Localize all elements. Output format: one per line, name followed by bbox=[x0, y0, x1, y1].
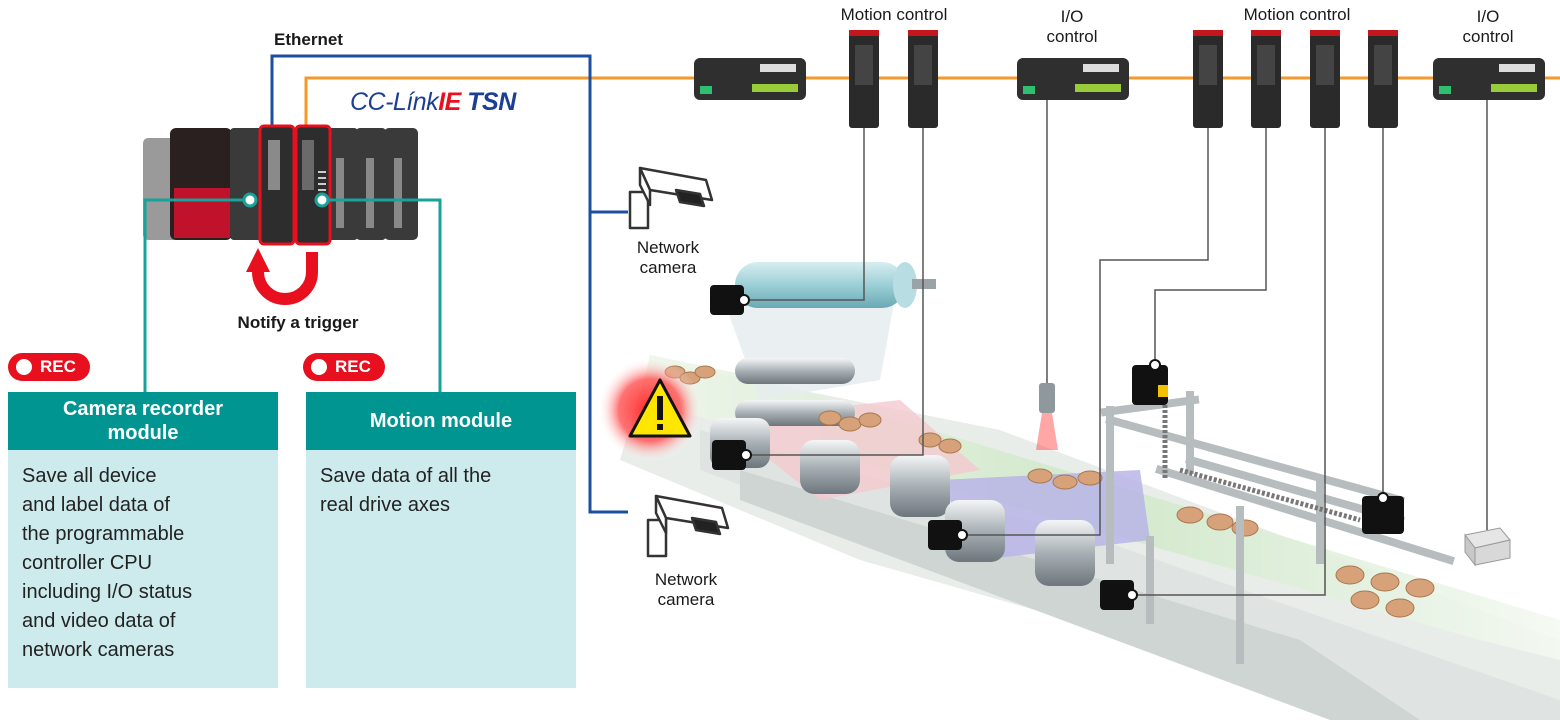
motion-control-label: Motion control bbox=[1243, 5, 1351, 24]
motion-module-card: Motion module Save data of all the real … bbox=[306, 392, 576, 688]
cclink-logo-part2: IE bbox=[438, 88, 461, 116]
sensor-icon bbox=[1036, 383, 1058, 450]
cclink-logo-part3: TSN bbox=[460, 88, 516, 116]
network-camera-icon bbox=[628, 166, 714, 230]
network-camera-label-line1: Network bbox=[636, 238, 700, 257]
rec-badge-label: REC bbox=[40, 357, 76, 376]
camera-recorder-module-card: Camera recorder module Save all device a… bbox=[8, 392, 278, 688]
io-control-label-line1: I/O bbox=[1476, 7, 1500, 26]
cclink-ie-tsn-line bbox=[304, 76, 1560, 128]
ethernet-label: Ethernet bbox=[274, 30, 343, 49]
feed-roll bbox=[735, 262, 936, 308]
io-control-label-line2: control bbox=[1462, 27, 1514, 46]
notify-trigger-label: Notify a trigger bbox=[237, 313, 359, 332]
servo-amplifier-icon bbox=[849, 30, 1398, 128]
rec-badge: REC bbox=[8, 353, 90, 381]
motion-module-link bbox=[322, 198, 442, 392]
trigger-arrow-icon bbox=[246, 248, 318, 305]
record-icon bbox=[311, 359, 327, 375]
roller bbox=[890, 455, 950, 517]
motion-control-label: Motion control bbox=[840, 5, 948, 24]
rec-badge-label: REC bbox=[335, 357, 371, 376]
ethernet-line bbox=[270, 54, 628, 514]
record-icon bbox=[16, 359, 32, 375]
gantry-frame bbox=[1100, 391, 1456, 664]
network-camera-label-line1: Network bbox=[654, 570, 718, 589]
card-body: Save data of all the real drive axes bbox=[306, 450, 576, 688]
roller bbox=[800, 440, 860, 494]
cclink-ie-tsn-logo: CC-LínkIE TSN bbox=[350, 88, 516, 117]
module-port bbox=[242, 192, 258, 208]
rec-badge: REC bbox=[303, 353, 385, 381]
network-camera-label-line2: camera bbox=[639, 258, 697, 277]
camera-module-link bbox=[143, 198, 250, 392]
network-camera-icon bbox=[646, 494, 730, 558]
roller bbox=[1035, 520, 1095, 586]
card-body: Save all device and label data of the pr… bbox=[8, 450, 278, 688]
module-port bbox=[314, 192, 330, 208]
card-title: Camera recorder module bbox=[8, 392, 278, 450]
servo-motor-icon bbox=[710, 285, 1404, 610]
roller bbox=[735, 358, 855, 384]
cclink-logo-part1: CC-Línk bbox=[350, 88, 439, 116]
device-wiring bbox=[740, 100, 1488, 596]
io-module-icon bbox=[694, 58, 1545, 100]
io-control-label-line2: control bbox=[1046, 27, 1098, 46]
network-camera-label-line2: camera bbox=[657, 590, 715, 609]
card-title: Motion module bbox=[306, 392, 576, 450]
plc-rack-icon bbox=[143, 124, 418, 246]
ball-screw bbox=[1179, 467, 1361, 523]
warning-icon bbox=[598, 358, 702, 462]
io-terminal-box bbox=[1464, 527, 1511, 567]
io-control-label-line1: I/O bbox=[1060, 7, 1084, 26]
